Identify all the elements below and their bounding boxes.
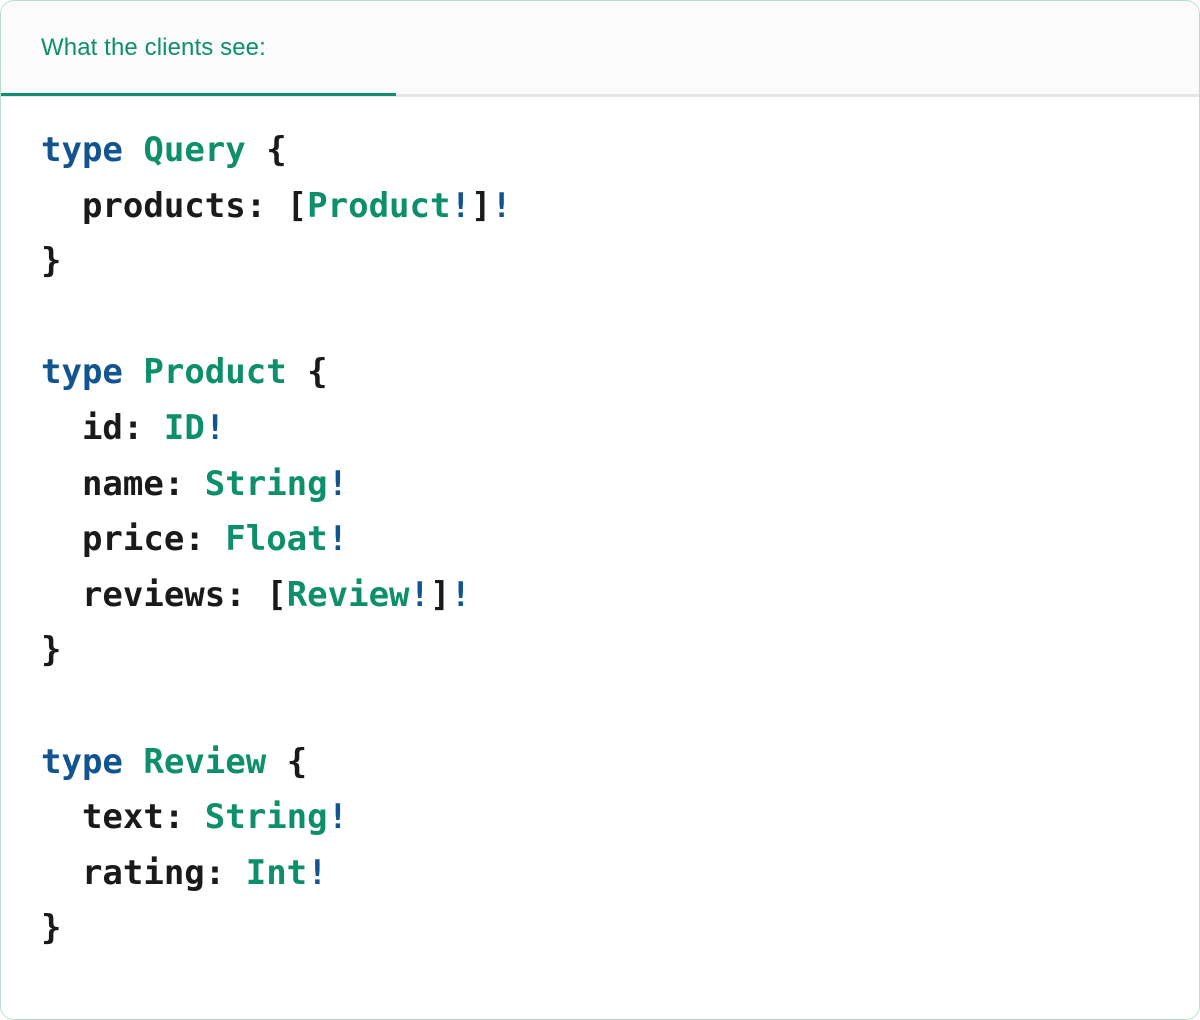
code-token-type: ID — [163, 407, 205, 448]
code-token-punct: { — [286, 741, 308, 782]
code-token-punct: : — [204, 852, 246, 893]
code-token-bang: ! — [450, 574, 471, 615]
code-token-punct: { — [307, 352, 328, 393]
code-token-type: Review — [286, 574, 410, 615]
code-token-field: rating — [81, 852, 205, 893]
code-token-punct: ] — [470, 185, 492, 226]
panel-header-tabstrip: What the clients see: — [1, 1, 1199, 97]
code-token-punct — [123, 742, 143, 782]
code-token-kw: type — [41, 130, 123, 170]
code-line: rating: Int! — [41, 846, 1159, 902]
code-line: id: ID! — [41, 401, 1159, 457]
code-token-punct — [123, 130, 143, 170]
code-token-punct — [123, 352, 143, 392]
code-token-field: name — [81, 463, 164, 504]
code-token-punct: } — [41, 908, 62, 949]
code-line: type Product { — [41, 345, 1159, 401]
code-token-type: Review — [143, 741, 267, 782]
code-token-punct: } — [41, 630, 62, 671]
code-indent — [41, 519, 82, 559]
code-token-punct: [ — [266, 574, 287, 615]
code-token-punct: [ — [286, 185, 308, 226]
code-line — [41, 290, 1159, 346]
code-line — [41, 679, 1159, 735]
code-token-bang: ! — [409, 574, 430, 615]
code-token-punct — [246, 130, 266, 170]
graphql-schema-code: type Query { products: [Product!]! } typ… — [1, 123, 1199, 957]
code-line: price: Float! — [41, 512, 1159, 568]
code-root: type Query { products: [Product!]! } typ… — [41, 123, 1159, 957]
code-token-punct: : — [163, 463, 205, 504]
code-token-type: Product — [143, 352, 287, 393]
code-token-kw: type — [41, 741, 123, 782]
code-token-kw: type — [41, 352, 123, 393]
code-token-type: String — [204, 463, 328, 504]
code-token-field: id — [81, 407, 123, 448]
code-token-punct: ] — [430, 574, 451, 615]
code-token-bang: ! — [204, 407, 226, 448]
code-indent — [41, 408, 82, 448]
code-token-type: Int — [245, 852, 308, 893]
code-token-punct — [287, 352, 307, 392]
code-token-bang: ! — [307, 852, 328, 893]
code-line: } — [41, 623, 1159, 679]
code-token-field: products — [81, 185, 246, 226]
code-token-punct: : — [225, 574, 267, 615]
tab-label: What the clients see: — [41, 33, 266, 61]
code-token-type: String — [204, 797, 328, 838]
code-indent — [41, 853, 82, 893]
code-viewer[interactable]: type Query { products: [Product!]! } typ… — [1, 97, 1199, 1019]
code-indent — [41, 797, 82, 837]
code-token-type: Float — [225, 519, 328, 560]
code-line: text: String! — [41, 790, 1159, 846]
code-line: products: [Product!]! — [41, 179, 1159, 235]
code-line: } — [41, 901, 1159, 957]
code-line: } — [41, 234, 1159, 290]
code-indent — [41, 186, 82, 226]
code-token-bang: ! — [327, 463, 349, 504]
code-line: type Query { — [41, 123, 1159, 179]
code-token-punct: } — [41, 241, 62, 282]
code-token-type: Product — [307, 185, 451, 226]
code-token-punct: : — [184, 519, 226, 560]
code-token-field: reviews — [81, 574, 226, 615]
code-line: type Review { — [41, 735, 1159, 791]
code-token-bang: ! — [327, 797, 349, 838]
code-token-punct: : — [122, 407, 164, 448]
code-token-punct — [266, 742, 286, 782]
code-token-field: price — [81, 519, 185, 560]
code-token-punct: { — [266, 130, 287, 170]
code-line: name: String! — [41, 457, 1159, 513]
code-token-type: Query — [143, 130, 246, 170]
code-indent — [41, 464, 82, 504]
code-indent — [41, 575, 82, 615]
code-line: reviews: [Review!]! — [41, 568, 1159, 624]
code-token-bang: ! — [327, 519, 349, 560]
code-token-punct: : — [163, 797, 205, 838]
tab-what-the-clients-see[interactable]: What the clients see: — [1, 3, 396, 96]
code-token-punct: : — [245, 185, 287, 226]
code-token-bang: ! — [450, 185, 471, 226]
code-token-bang: ! — [491, 185, 512, 226]
code-token-field: text — [81, 797, 164, 838]
